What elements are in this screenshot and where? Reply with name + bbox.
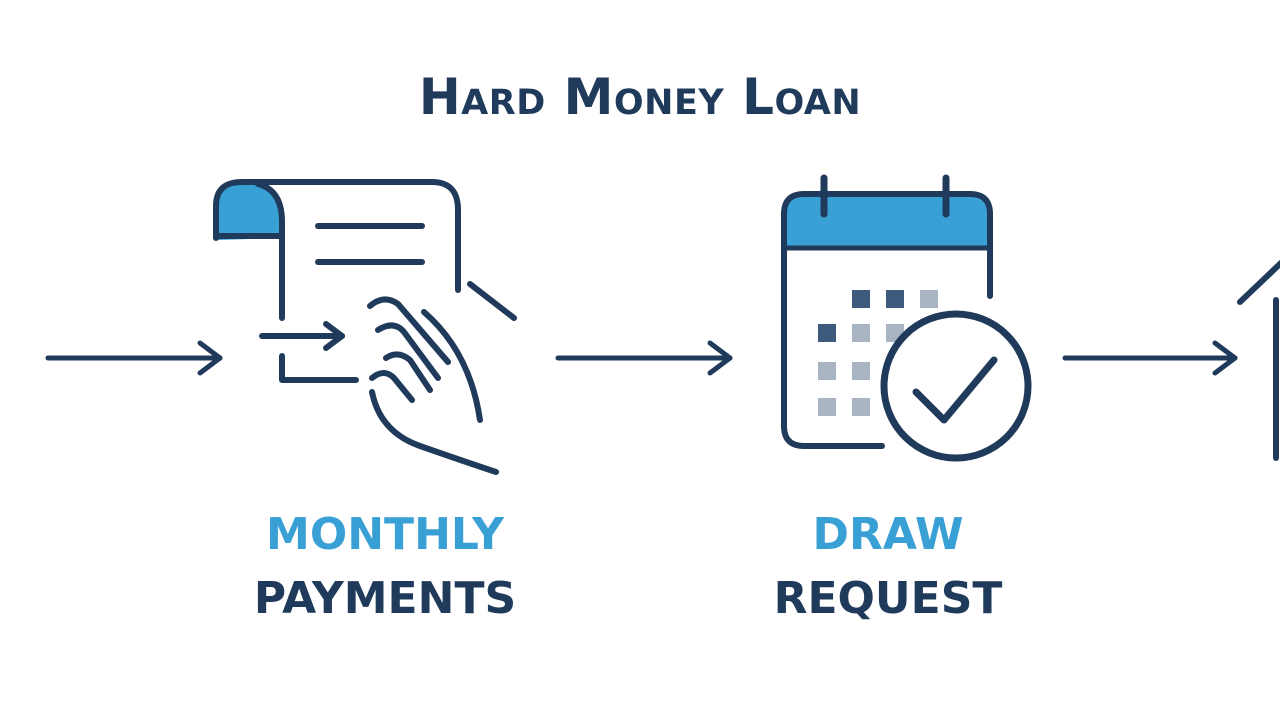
diagram-title: Hard Money Loan [418,68,862,126]
document-hand-icon [213,179,517,475]
step-label-line1: DRAW [812,509,964,560]
step-label-line1: MONTHLY [266,509,504,560]
house-icon [1237,259,1280,461]
flow-arrow-1 [45,340,223,376]
flow-arrow-3 [1062,340,1238,376]
step-label-line2: REQUEST [773,573,1003,624]
step-label-draw-request: DRAW REQUEST [708,503,1068,631]
flow-arrow-2 [555,340,733,376]
step-label-monthly-payments: MONTHLY PAYMENTS [205,503,565,631]
calendar-check-icon [781,174,1032,462]
step-label-line2: PAYMENTS [253,573,517,624]
